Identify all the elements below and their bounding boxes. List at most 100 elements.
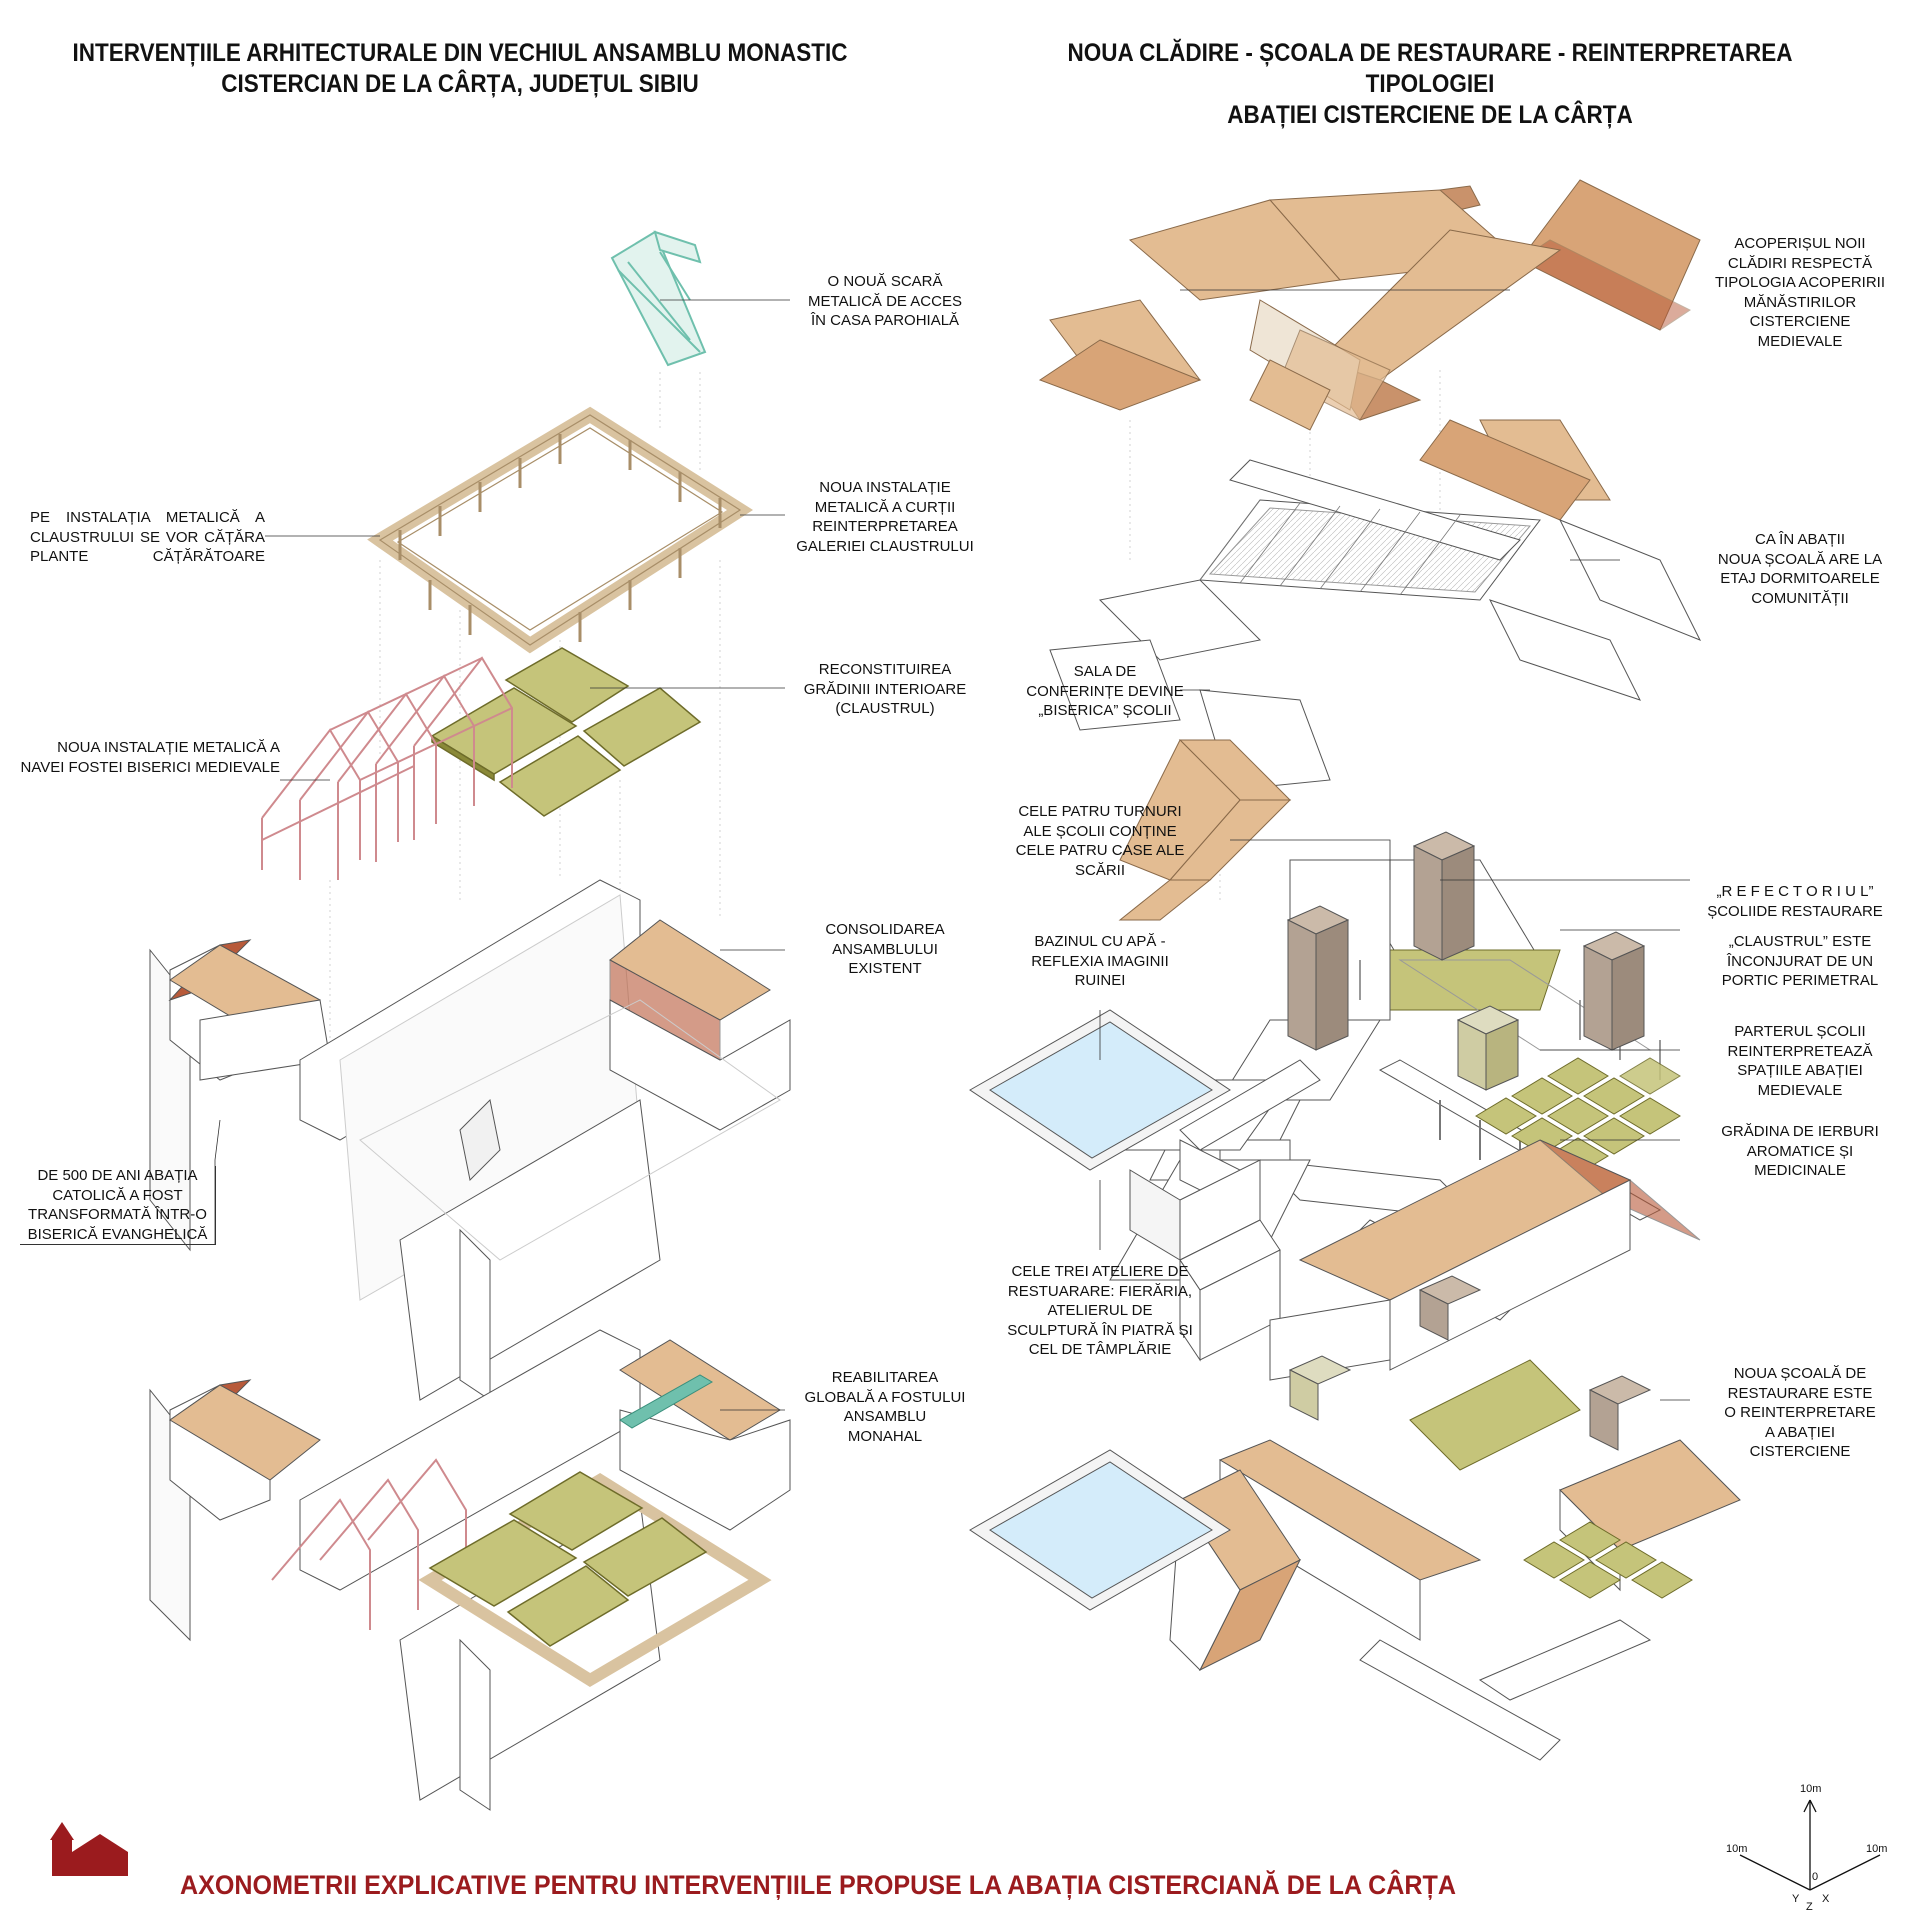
label-herb-garden-line: MEDICINALE [1754,1162,1846,1179]
label-ground-floor: PARTERUL ȘCOLII REINTERPRETEAZĂ SPAȚIILE… [1700,1022,1900,1100]
label-refectory-line: ȘCOLIIDE RESTAURARE [1707,902,1883,920]
label-dormitories-line: CA ÎN ABAȚII [1754,531,1846,548]
existing-ensemble [149,879,791,1401]
label-consolidation-line: EXISTENT [848,960,922,977]
label-dormitories: CA ÎN ABAȚII NOUA ȘCOALĂ ARE LA ETAJ DOR… [1700,530,1900,608]
label-nave-metal: NOUA INSTALAȚIE METALICĂ A NAVEI FOSTEI … [10,738,280,777]
stair-towers [1286,831,1646,1091]
label-ground-floor-line: SPAȚIILE ABAȚIEI [1737,1062,1863,1079]
label-water-basin-line: RUINEI [1074,972,1126,989]
label-cloister-line: PORTIC PERIMETRAL [1721,972,1879,989]
label-roof-line: MĂNĂSTIRILOR [1743,293,1857,311]
label-herb-garden-line: AROMATICE ȘI [1746,1142,1854,1160]
label-climbing-plants-line: PE INSTALAȚIA METALICĂ A [30,509,265,526]
label-ground-floor-line: REINTERPRETEAZĂ [1727,1042,1873,1060]
assembled-school [969,1139,1741,1761]
label-new-stair: O NOUĂ SCARĂ METALICĂ DE ACCES ÎN CASA P… [790,272,980,331]
school-roofs [1038,179,1701,521]
label-climbing-plants-line: CLAUSTRULUI SE VOR CĂȚĂRA [30,528,265,546]
label-conference-line: „BISERICA” ȘCOLII [1038,702,1172,719]
label-new-stair-line: ÎN CASA PAROHIALĂ [810,312,960,329]
label-roof-line: ACOPERIȘUL NOII [1734,235,1866,252]
nave-metal-structure [261,656,513,880]
herb-garden [1475,1057,1681,1175]
left-title-line1: INTERVENȚIILE ARHITECTURALE DIN VECHIUL … [72,39,848,67]
label-towers-line: SCĂRII [1074,861,1125,879]
label-water-basin-line: BAZINUL CU APĂ - [1034,933,1166,950]
cloister-garden [430,647,702,817]
label-new-school-line: A ABAȚIEI [1764,1423,1836,1441]
axis-x-letter: X [1822,1893,1830,1905]
right-title: NOUA CLĂDIRE - ȘCOALA DE RESTAURARE - RE… [1007,38,1853,131]
label-roof-line: CISTERCIENE [1749,313,1851,330]
water-basin [969,1009,1231,1171]
label-courtyard-metal-line: METALICĂ A CURȚII [814,498,956,516]
label-new-school: NOUA ȘCOALĂ DE RESTAURARE ESTE O REINTER… [1700,1364,1900,1462]
label-garden-line: GRĂDINII INTERIOARE [803,680,967,698]
footer-title: AXONOMETRII EXPLICATIVE PENTRU INTERVENȚ… [180,1870,1457,1900]
label-water-basin: BAZINUL CU APĂ - REFLEXIA IMAGINII RUINE… [1010,932,1190,991]
axis-z-length: 10m [1800,1783,1821,1795]
label-roof: ACOPERIȘUL NOII CLĂDIRI RESPECTĂ TIPOLOG… [1700,234,1900,351]
label-water-basin-line: REFLEXIA IMAGINII [1031,952,1169,970]
label-abbey-history-line: DE 500 DE ANI ABAȚIA [37,1167,198,1184]
rehabilitated-ensemble [149,1329,791,1811]
label-cloister-line: ÎNCONJURAT DE UN [1726,952,1874,970]
label-abbey-history-line: CATOLICĂ A FOST [52,1186,183,1204]
label-dormitories-line: ETAJ DORMITOARELE [1720,570,1880,587]
label-herb-garden: GRĂDINA DE IERBURI AROMATICE ȘI MEDICINA… [1700,1122,1900,1181]
label-refectory: „R E F E C T O R I U L” ȘCOLIIDE RESTAUR… [1690,882,1900,921]
label-abbey-history: DE 500 DE ANI ABAȚIA CATOLICĂ A FOST TRA… [20,1166,216,1245]
right-title-line1: NOUA CLĂDIRE - ȘCOALA DE RESTAURARE - RE… [1067,39,1793,98]
label-roof-line: TIPOLOGIA ACOPERIRII [1714,274,1886,291]
left-title-line2: CISTERCIAN DE LA CÂRȚA, JUDEȚUL SIBIU [221,70,699,98]
right-title-line2: ABAȚIEI CISTERCIENE DE LA CÂRȚA [1227,101,1633,129]
label-rehabilitation-line: ANSAMBLU [843,1408,927,1425]
label-towers-line: CELE PATRU TURNURI [1018,803,1182,820]
label-towers-line: CELE PATRU CASE ALE [1015,842,1185,859]
label-workshops-line: CELE TREI ATELIERE DE [1011,1263,1189,1280]
label-garden-line: (CLAUSTRUL) [835,700,935,717]
label-workshops-line: CEL DE TÂMPLĂRIE [1028,1341,1172,1358]
label-dormitories-line: NOUA ȘCOALĂ ARE LA [1717,550,1883,568]
label-rehabilitation-line: REABILITAREA [831,1369,939,1386]
label-dormitories-line: COMUNITĂȚII [1751,589,1849,607]
label-courtyard-metal-line: NOUA INSTALAȚIE [819,479,951,496]
label-towers-line: ALE ȘCOLII CONȚINE [1023,822,1177,840]
label-conference: SALA DE CONFERINȚE DEVINE „BISERICA” ȘCO… [1020,662,1190,721]
label-new-stair-line: METALICĂ DE ACCES [808,292,962,310]
label-consolidation: CONSOLIDAREA ANSAMBLULUI EXISTENT [790,920,980,979]
label-new-school-line: O REINTERPRETARE [1724,1404,1876,1421]
label-cloister: „CLAUSTRUL” ESTE ÎNCONJURAT DE UN PORTIC… [1700,932,1900,991]
axis-origin: 0 [1812,1871,1818,1883]
label-rehabilitation-line: GLOBALĂ A FOSTULUI [804,1388,966,1406]
left-title: INTERVENȚIILE ARHITECTURALE DIN VECHIUL … [55,38,865,100]
label-workshops-line: RESTUARARE: FIERĂRIA, [1007,1282,1193,1300]
axis-y-length: 10m [1726,1843,1747,1855]
label-garden: RECONSTITUIREA GRĂDINII INTERIOARE (CLAU… [790,660,980,719]
label-consolidation-line: CONSOLIDAREA [825,921,945,938]
label-consolidation-line: ANSAMBLULUI [832,940,938,958]
label-conference-line: CONFERINȚE DEVINE [1026,682,1184,700]
metal-stair [610,230,707,367]
label-ground-floor-line: PARTERUL ȘCOLII [1734,1023,1866,1040]
axis-z-letter: Z [1806,1901,1813,1913]
label-new-stair-line: O NOUĂ SCARĂ [827,273,943,290]
axis-y-letter: Y [1792,1893,1800,1905]
label-courtyard-metal-line: REINTERPRETAREA [812,518,958,535]
label-ground-floor-line: MEDIEVALE [1757,1081,1843,1099]
label-workshops-line: ATELIERUL DE [1047,1302,1153,1319]
axes-indicator [1739,1799,1881,1891]
label-abbey-history-line: TRANSFORMATĂ ÎNTR-O [28,1206,207,1223]
label-abbey-history-line: BISERICĂ EVANGHELICĂ [27,1225,208,1243]
abbey-logo [50,1822,128,1876]
label-roof-line: MEDIEVALE [1757,332,1843,350]
upper-floor [1049,459,1702,791]
label-refectory-line: „R E F E C T O R I U L” [1716,883,1874,900]
label-new-school-line: RESTAURARE ESTE [1727,1384,1873,1402]
label-courtyard-metal: NOUA INSTALAȚIE METALICĂ A CURȚII REINTE… [790,478,980,556]
label-herb-garden-line: GRĂDINA DE IERBURI [1721,1123,1879,1140]
label-climbing-plants-line: PLANTE CĂȚĂRĂTOARE [30,548,265,565]
label-workshops: CELE TREI ATELIERE DE RESTUARARE: FIERĂR… [1000,1262,1200,1360]
